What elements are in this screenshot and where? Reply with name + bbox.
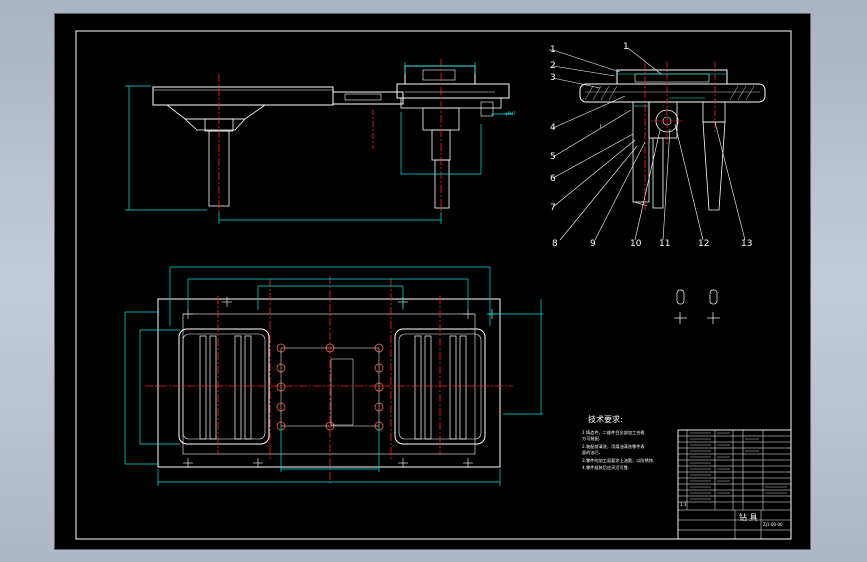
- drawing-frame: [75, 30, 792, 540]
- drawing-canvas: φ6H7: [75, 30, 792, 540]
- drawing-sheet: φ6H7: [55, 14, 810, 549]
- svg-text:φ6H7: φ6H7: [505, 111, 516, 116]
- part-label-2: 2: [550, 61, 556, 71]
- detail-marks: [674, 289, 720, 324]
- svg-text:Ⅰ: Ⅰ: [600, 124, 601, 130]
- title-block-number: ZJ1-00-00: [763, 522, 783, 527]
- tech-note-3: 2.装配前清洗，用煤油清洗零件表: [582, 443, 645, 450]
- part-label-1-top: 1: [623, 42, 629, 52]
- part-label-9: 9: [590, 239, 596, 249]
- technical-requirements: 技术要求: 1.铸造件，二维件目全部加工合格 方可装配. 2.装配前清洗，用煤油…: [582, 414, 654, 471]
- part-label-10: 10: [630, 239, 642, 249]
- tech-note-1: 1.铸造件，二维件目全部加工合格: [582, 429, 645, 436]
- part-label-1: 1: [550, 45, 556, 55]
- front-view: φ6H7: [125, 59, 516, 224]
- part-label-4: 4: [550, 123, 556, 133]
- part-label-12: 12: [698, 239, 709, 249]
- part-label-5: 5: [550, 152, 556, 162]
- title-block-scale: 1:1: [680, 502, 687, 507]
- tech-note-5: 3.零件的加工面要涂上油脂，以防锈蚀.: [582, 457, 654, 464]
- title-block: 钻 具 ZJ1-00-00 1:1: [677, 429, 792, 540]
- section-view: Ⅰ: [549, 47, 766, 241]
- part-number-labels: 1 1 2 3 4 5 6 7 8 9 10 11 12 13: [550, 42, 752, 249]
- part-label-3: 3: [550, 73, 556, 83]
- top-view: [124, 266, 543, 486]
- part-label-7: 7: [550, 203, 556, 213]
- part-label-6: 6: [550, 174, 556, 184]
- tech-note-6: 4.零件组装后应灵活可靠.: [582, 464, 629, 471]
- part-label-11: 11: [659, 239, 670, 249]
- title-block-name: 钻 具: [739, 512, 758, 522]
- part-label-8: 8: [552, 239, 558, 249]
- tech-note-4: 面的油污.: [582, 449, 600, 456]
- tech-title: 技术要求:: [588, 414, 623, 424]
- part-label-13: 13: [741, 239, 752, 249]
- tech-note-2: 方可装配.: [582, 435, 600, 442]
